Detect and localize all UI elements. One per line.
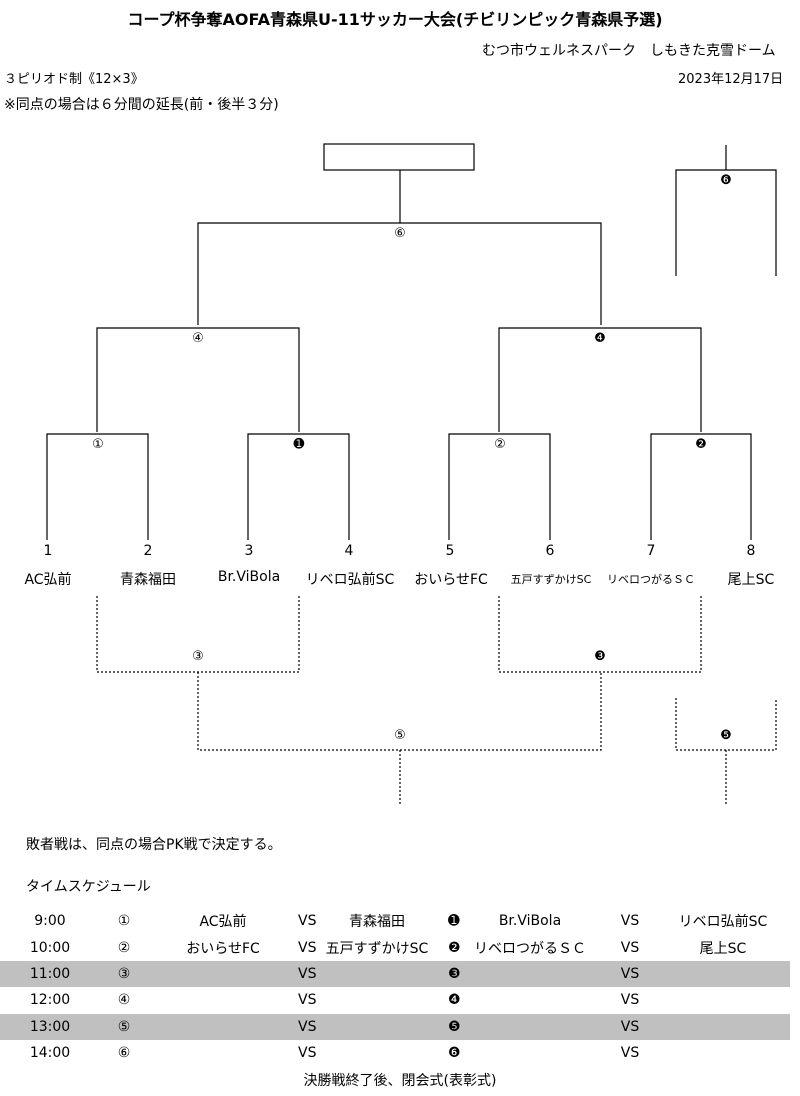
team-cell: リベロ弘前SC <box>678 914 768 931</box>
team-number: 5 <box>445 543 455 559</box>
match-cell: ❸ <box>448 960 461 988</box>
match-cell: ❹ <box>448 992 461 1009</box>
team-name: AC弘前 <box>24 572 72 588</box>
team-cell: 五戸すずかけSC <box>325 940 429 957</box>
vs-cell: VS <box>298 992 317 1009</box>
time-cell: 11:00 <box>0 960 100 988</box>
team-cell <box>656 960 790 988</box>
team-number: 7 <box>646 543 656 559</box>
event-date: 2023年12月17日 <box>678 72 784 87</box>
team-cell <box>456 1040 604 1066</box>
team-cell <box>306 1013 448 1040</box>
match-label-4b: ❹ <box>594 331 606 346</box>
team-cell <box>148 987 298 1013</box>
team-number: 4 <box>344 543 354 559</box>
match-cell: ❷ <box>448 939 461 956</box>
time-cell: 12:00 <box>29 992 71 1009</box>
team-cell: AC弘前 <box>199 914 247 931</box>
team-name: 尾上SC <box>727 572 775 588</box>
match-label-1b: ➊ <box>293 437 305 452</box>
match-cell: ④ <box>117 992 131 1009</box>
vs-cell: VS <box>298 913 317 930</box>
match-label-5b: ❺ <box>720 728 732 743</box>
venue: むつ市ウェルネスパーク しもきた克雪ドーム <box>482 43 776 59</box>
match-cell: ⑥ <box>117 1045 131 1062</box>
match-cell: ③ <box>100 960 148 988</box>
extra-time-rule: ※同点の場合は６分間の延長(前・後半３分) <box>4 97 279 113</box>
team-cell <box>306 1040 448 1066</box>
vs-cell: VS <box>604 960 656 988</box>
table-row: 10:00 ② おいらせFC VS 五戸すずかけSC ❷ リベロつがるＳＣ VS… <box>0 934 790 960</box>
match-label-5: ⑤ <box>394 728 406 743</box>
vs-cell: VS <box>620 939 640 956</box>
match-label-2: ② <box>494 437 506 452</box>
schedule-table: 9:00 ① AC弘前 VS 青森福田 ➊ Br.ViBola VS リベロ弘前… <box>0 908 790 1066</box>
match-cell: ❺ <box>448 1013 461 1040</box>
vs-cell: VS <box>298 939 317 956</box>
match-label-6: ⑥ <box>394 226 406 241</box>
team-cell: Br.ViBola <box>498 913 562 930</box>
match-label-3: ③ <box>192 649 204 664</box>
match-label-1: ① <box>92 437 104 452</box>
team-cell <box>148 1040 298 1066</box>
team-cell: 尾上SC <box>699 940 747 957</box>
match-label-4: ④ <box>192 331 204 346</box>
match-cell: ⑤ <box>100 1013 148 1040</box>
vs-cell: VS <box>298 960 316 988</box>
table-row: 14:00 ⑥ VS ❻ VS <box>0 1040 790 1066</box>
team-cell <box>456 960 604 988</box>
team-cell: おいらせFC <box>186 940 260 957</box>
team-name: おいらせFC <box>414 572 488 588</box>
page-title: コープ杯争奪AOFA青森県U-11サッカー大会(チビリンピック青森県予選) <box>127 10 663 29</box>
table-row: 9:00 ① AC弘前 VS 青森福田 ➊ Br.ViBola VS リベロ弘前… <box>0 908 790 934</box>
team-cell <box>148 960 298 988</box>
team-name: 青森福田 <box>120 572 176 588</box>
match-cell: ➊ <box>448 913 460 930</box>
team-cell <box>656 1013 790 1040</box>
closing-note: 決勝戦終了後、閉会式(表彰式) <box>303 1073 497 1089</box>
team-number: 3 <box>244 543 254 559</box>
match-label-2b: ❷ <box>695 437 707 452</box>
table-row: 12:00 ④ VS ❹ VS <box>0 987 790 1013</box>
team-cell <box>306 987 448 1013</box>
consolation-rule: 敗者戦は、同点の場合PK戦で決定する。 <box>26 837 282 853</box>
vs-cell: VS <box>620 1045 640 1062</box>
table-row: 11:00 ③ VS ❸ VS <box>0 960 790 988</box>
vs-cell: VS <box>620 992 640 1009</box>
champion-box <box>323 143 475 171</box>
period-rule: ３ピリオド制《12×3》 <box>4 72 144 87</box>
schedule-heading: タイムスケジュール <box>26 879 151 895</box>
time-cell: 13:00 <box>0 1013 100 1040</box>
match-cell: ② <box>117 939 131 956</box>
team-name: リベロつがるＳＣ <box>607 573 695 586</box>
team-cell <box>306 960 448 988</box>
match-cell: ❻ <box>448 1045 461 1062</box>
team-cell <box>148 1013 298 1040</box>
team-number: 8 <box>746 543 756 559</box>
vs-cell: VS <box>620 913 640 930</box>
time-cell: 10:00 <box>29 939 71 956</box>
team-cell <box>456 1013 604 1040</box>
team-cell: 青森福田 <box>349 914 405 931</box>
vs-cell: VS <box>298 1013 316 1040</box>
match-label-3b: ❸ <box>594 649 606 664</box>
team-number: 2 <box>143 543 153 559</box>
time-cell: 14:00 <box>29 1045 71 1062</box>
time-cell: 9:00 <box>34 913 66 930</box>
table-row: 13:00 ⑤ VS ❺ VS <box>0 1013 790 1040</box>
team-cell <box>656 1040 790 1066</box>
vs-cell: VS <box>298 1045 317 1062</box>
team-cell <box>656 987 790 1013</box>
match-label-6b: ❻ <box>720 173 732 188</box>
team-name: 五戸すずかけSC <box>510 573 592 586</box>
team-name: リベロ弘前SC <box>305 572 395 588</box>
team-cell: リベロつがるＳＣ <box>474 940 586 957</box>
team-cell <box>456 987 604 1013</box>
bracket-lines <box>46 143 777 804</box>
vs-cell: VS <box>604 1013 656 1040</box>
team-number: 6 <box>545 543 555 559</box>
team-number: 1 <box>43 543 53 559</box>
match-cell: ① <box>117 913 131 930</box>
team-name: Br.ViBola <box>217 569 281 585</box>
